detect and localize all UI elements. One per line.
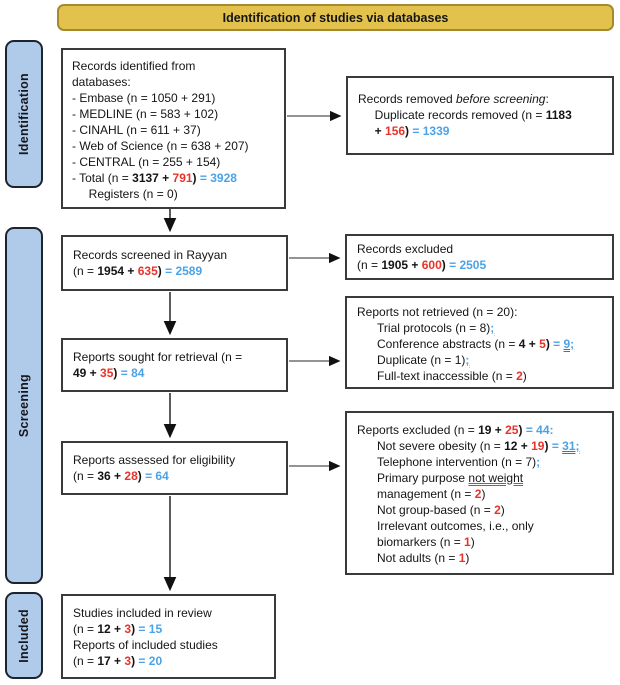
box-reports-not-retrieved: Reports not retrieved (n = 20): Trial pr… bbox=[345, 296, 614, 389]
stage-bar-screening: Screening bbox=[5, 227, 43, 584]
diagram-header: Identification of studies via databases bbox=[57, 4, 614, 31]
box-reports-sought: Reports sought for retrieval (n =49 + 35… bbox=[61, 338, 288, 392]
stage-label-screening: Screening bbox=[17, 373, 31, 438]
box-studies-included: Studies included in review(n = 12 + 3) =… bbox=[61, 594, 276, 679]
diagram-title: Identification of studies via databases bbox=[222, 10, 449, 25]
box-reports-assessed: Reports assessed for eligibility(n = 36 … bbox=[61, 441, 288, 495]
box-records-excluded: Records excluded(n = 1905 + 600) = 2505 bbox=[345, 234, 614, 280]
stage-bar-identification: Identification bbox=[5, 40, 43, 188]
stage-label-identification: Identification bbox=[17, 73, 31, 155]
box-records-screened: Records screened in Rayyan(n = 1954 + 63… bbox=[61, 235, 288, 291]
box-reports-excluded: Reports excluded (n = 19 + 25) = 44: Not… bbox=[345, 411, 614, 575]
box-records-removed: Records removed before screening: Duplic… bbox=[346, 76, 614, 155]
stage-label-included: Included bbox=[17, 608, 31, 663]
stage-bar-included: Included bbox=[5, 592, 43, 679]
